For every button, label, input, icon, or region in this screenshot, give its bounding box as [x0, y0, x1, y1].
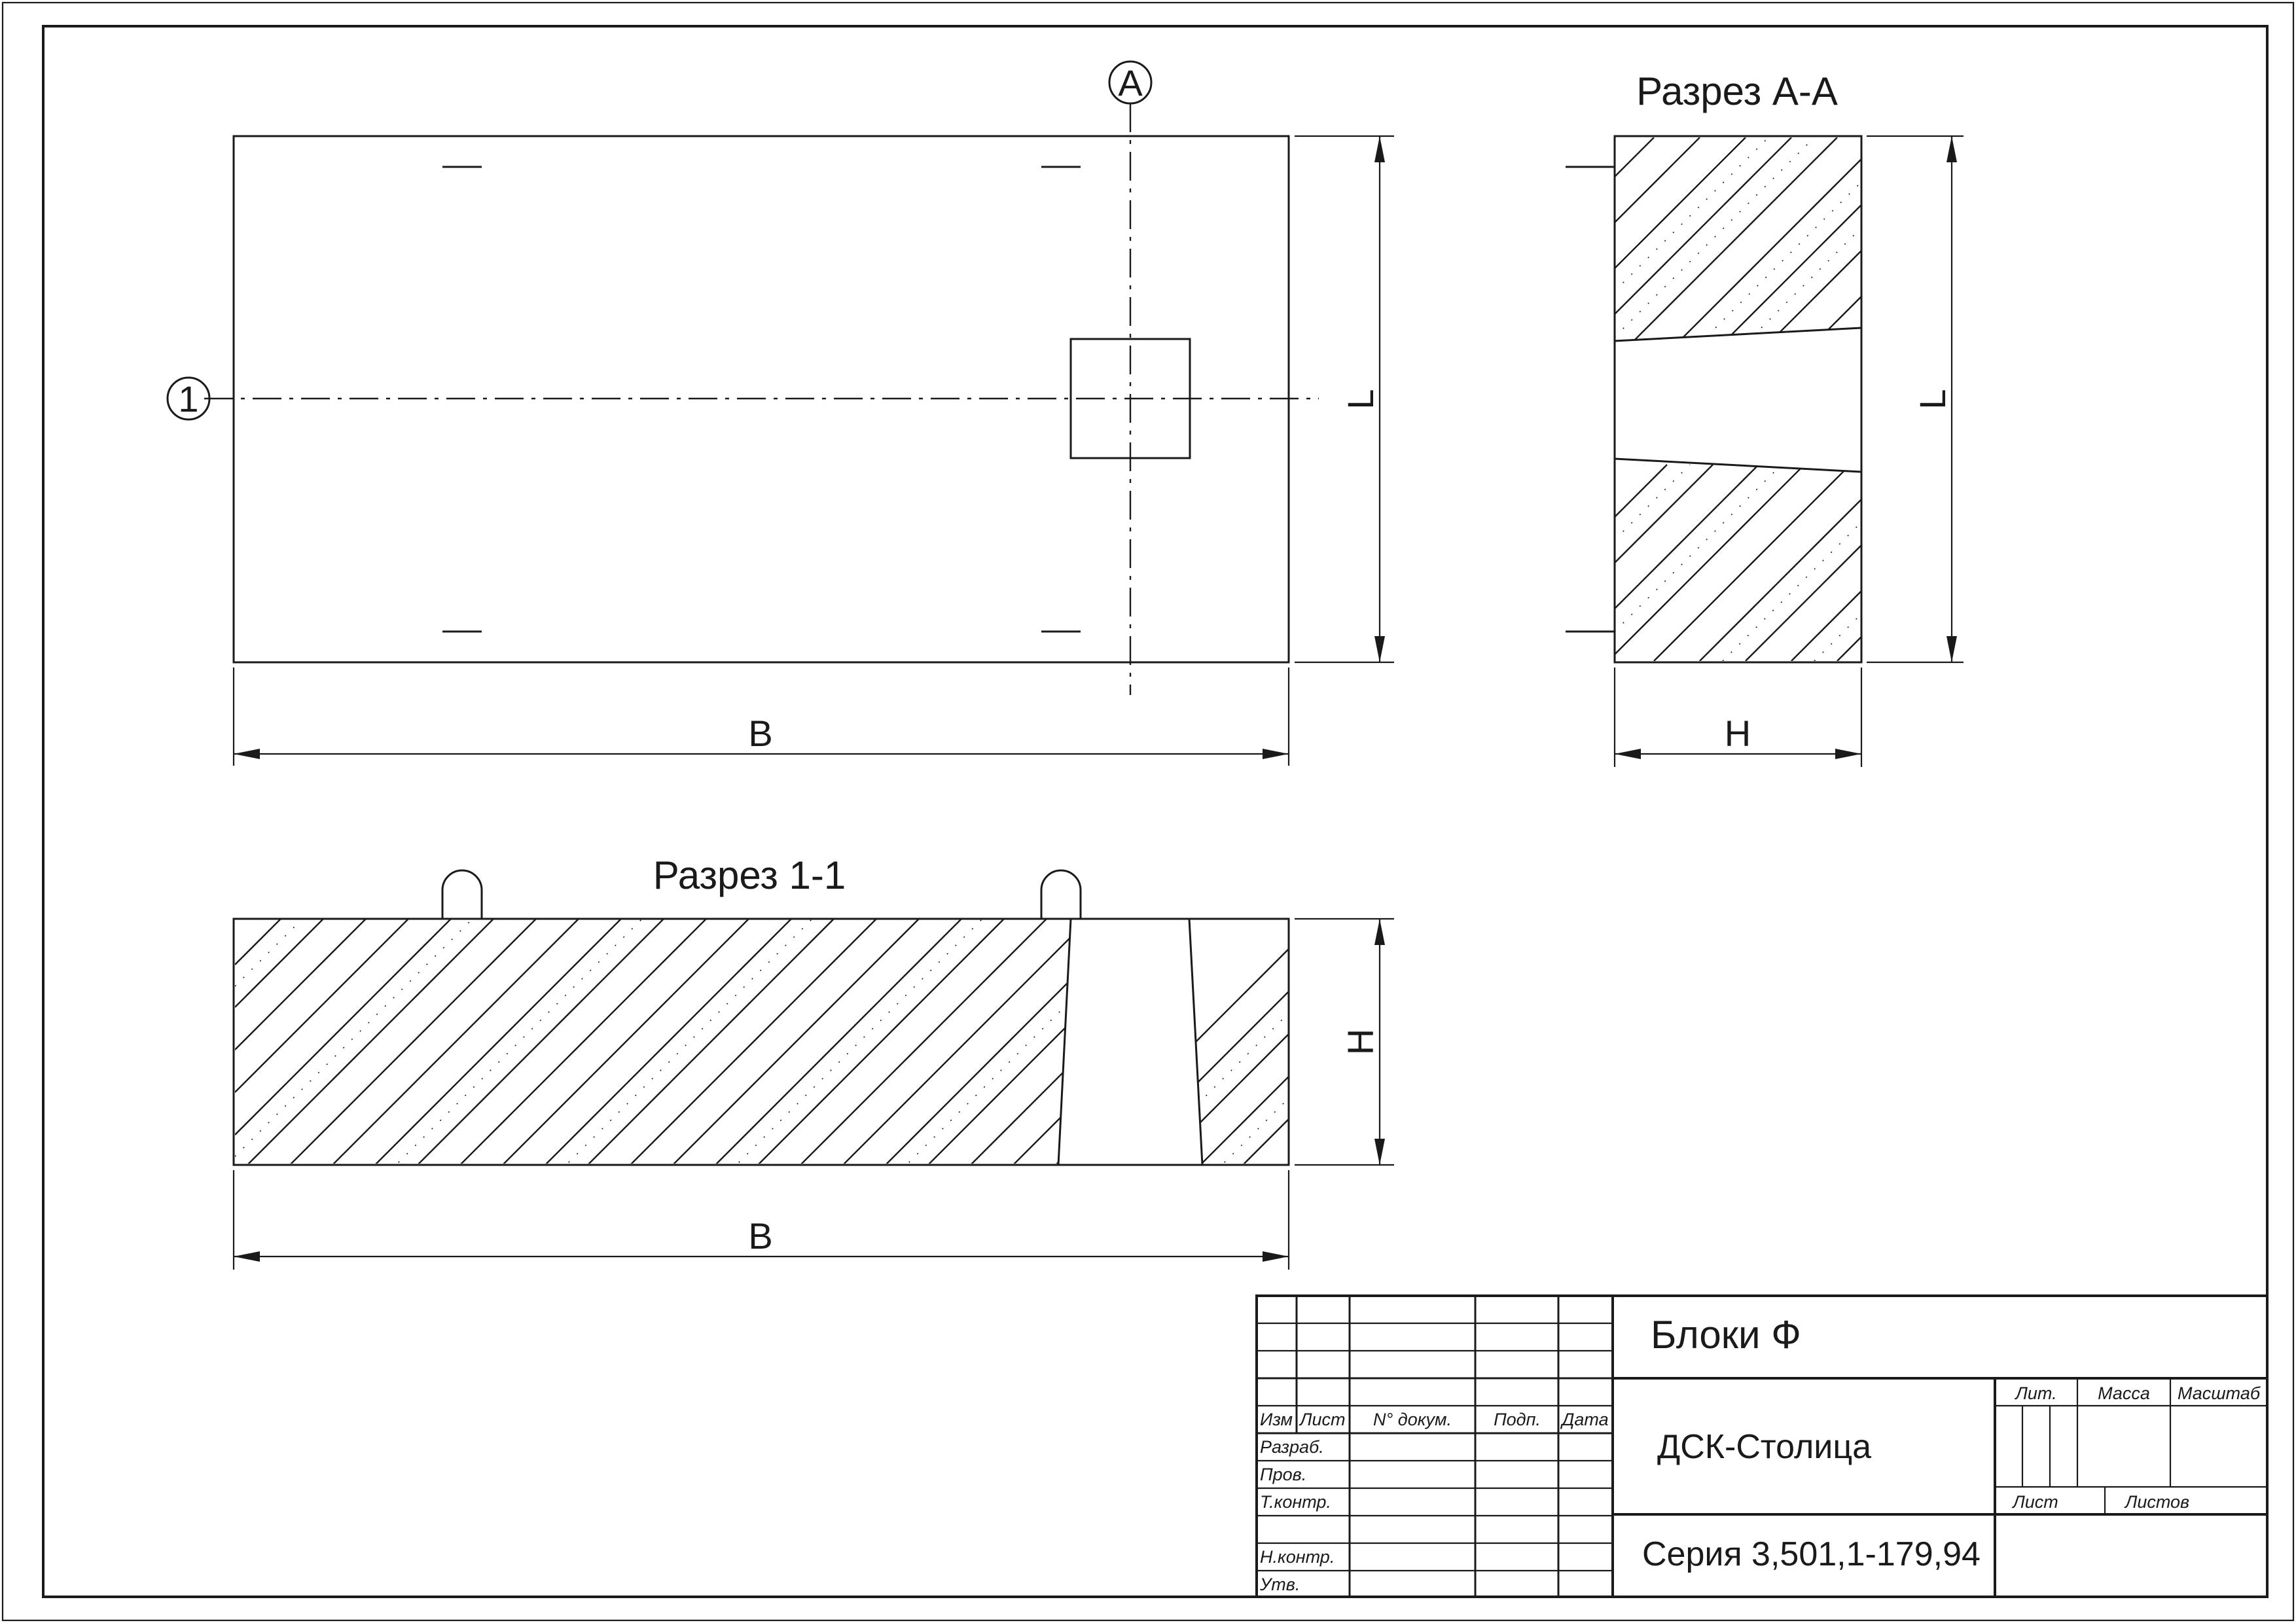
dim-arrow — [1946, 636, 1957, 662]
tb-sheet: Лист — [2011, 1492, 2058, 1512]
tb-row-nkontr: Н.контр. — [1260, 1547, 1335, 1567]
socket-wall-right — [1188, 918, 1204, 1166]
section-aa-hatch-top — [1615, 137, 1861, 341]
dim-arrow — [1374, 1139, 1385, 1165]
tb-row-utv: Утв. — [1259, 1575, 1300, 1594]
tb-row-prov: Пров. — [1260, 1465, 1306, 1484]
axis-a-marker — [1108, 60, 1153, 105]
axis-a-label: А — [1118, 62, 1143, 103]
section-11-hatch-left — [235, 919, 1071, 1164]
section-aa-view: Разрез А-А — [1566, 69, 1964, 767]
title-block: Изм Лист N° докум. Подп. Дата Разраб. Пр… — [1255, 1294, 2269, 1598]
tb-sheets: Листов — [2124, 1492, 2189, 1512]
dim-arrow — [1374, 636, 1385, 662]
tb-document-name: Блоки Ф — [1651, 1313, 1801, 1357]
dim-b-bottom-label: B — [748, 1215, 772, 1257]
dim-l-label: L — [1340, 389, 1381, 409]
dim-b-label: B — [748, 713, 772, 754]
axis-1-marker — [166, 376, 211, 421]
tb-col-date: Дата — [1560, 1410, 1608, 1429]
dim-arrow — [1374, 136, 1385, 162]
dim-arrow — [1263, 1251, 1289, 1262]
dim-arrow — [1835, 749, 1861, 759]
tb-col-izm: Изм — [1260, 1410, 1293, 1429]
tb-organization: ДСК-Столица — [1657, 1428, 1871, 1466]
tb-row-razrab: Разраб. — [1260, 1437, 1324, 1457]
section-11-outline — [232, 918, 1290, 1166]
tb-masshtab: Масштаб — [2178, 1383, 2261, 1403]
drawing-frame — [42, 25, 2269, 1598]
dim-arrow — [1374, 919, 1385, 945]
socket-wall-left — [1057, 918, 1072, 1166]
title-block-frame — [1255, 1294, 2269, 1598]
tb-lit: Лит. — [2014, 1383, 2056, 1403]
tb-massa: Масса — [2098, 1383, 2150, 1403]
section-aa-title: Разрез А-А — [1636, 69, 1838, 113]
tb-col-list: Лист — [1299, 1410, 1346, 1429]
section-aa-hatch-bottom — [1615, 464, 1861, 661]
dim-arrow — [234, 1251, 260, 1262]
socket-wall-top — [1614, 327, 1862, 342]
plan-view: А 1 B L — [166, 60, 1394, 766]
section-11-title: Разрез 1-1 — [653, 853, 846, 897]
lifting-loop — [1040, 869, 1082, 919]
tb-col-sign: Подп. — [1494, 1410, 1541, 1429]
dim-l-section-label: L — [1912, 389, 1953, 409]
tb-row-tkontr: Т.контр. — [1260, 1492, 1331, 1512]
section-aa-outline — [1613, 135, 1863, 664]
lifting-loop — [441, 869, 483, 919]
dim-h-label: H — [1725, 713, 1751, 754]
dim-arrow — [1946, 136, 1957, 162]
axis-1-label: 1 — [178, 378, 198, 419]
dim-arrow — [1615, 749, 1641, 759]
tb-series: Серия 3,501,1-179,94 — [1642, 1535, 1981, 1573]
dim-arrow — [1263, 749, 1289, 759]
tb-col-doc: N° докум. — [1373, 1410, 1452, 1429]
dim-arrow — [234, 749, 260, 759]
section-11-hatch-right — [1189, 919, 1288, 1164]
section-11-view: Разрез 1-1 — [232, 853, 1394, 1270]
dim-h-side-label: H — [1340, 1029, 1381, 1055]
socket-wall-bottom — [1614, 457, 1862, 473]
